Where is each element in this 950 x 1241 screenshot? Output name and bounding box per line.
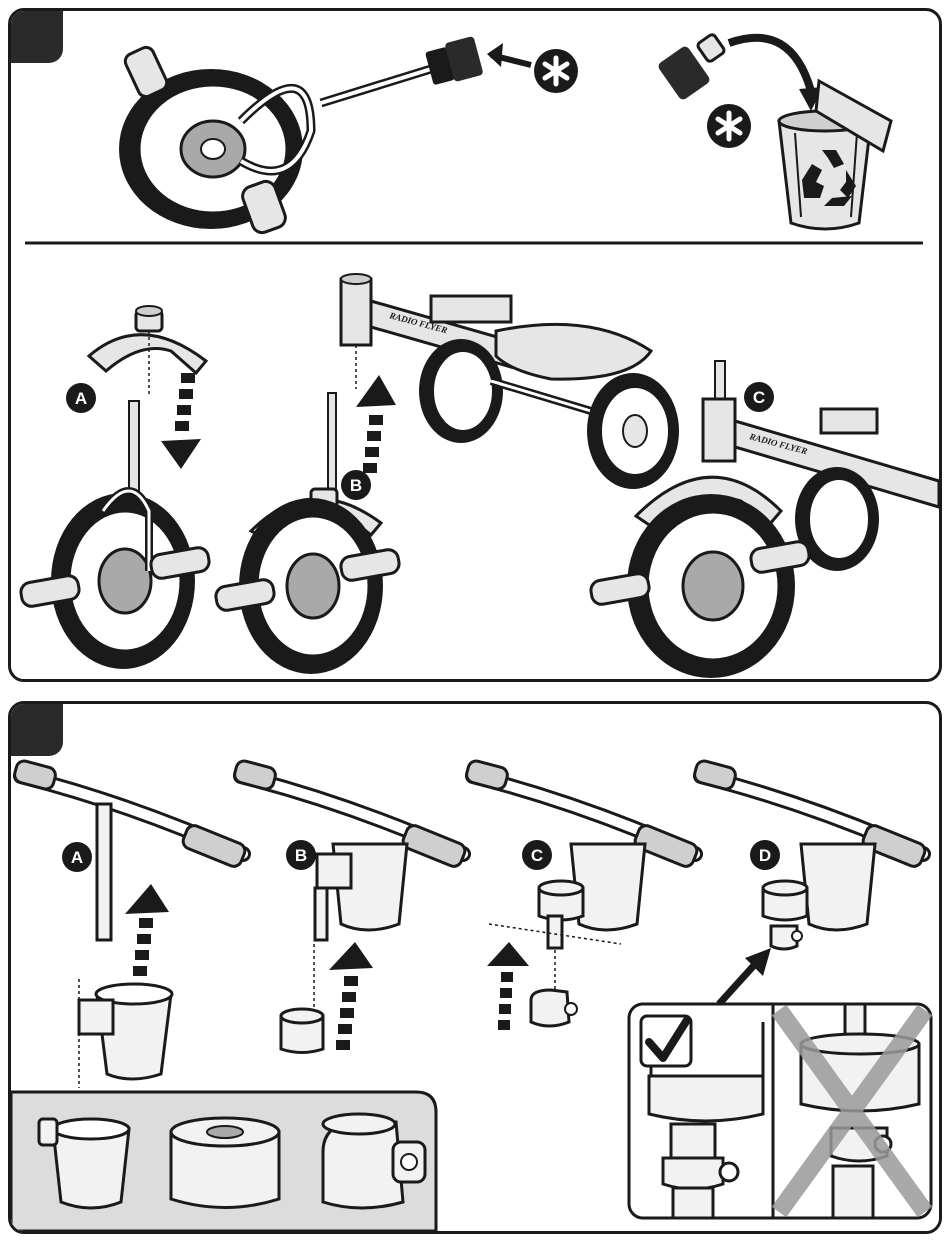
bottom-illustration: A B	[11, 704, 939, 1231]
asterisk-icon	[707, 104, 751, 148]
step-label-b: B	[341, 470, 371, 500]
asterisk-icon	[534, 49, 578, 93]
svg-text:C: C	[531, 846, 543, 865]
step-label-a: A	[66, 383, 96, 413]
step-label-c: C	[522, 840, 552, 870]
svg-text:A: A	[75, 389, 87, 408]
assembly-step-b: RADIO FLYER	[214, 274, 679, 674]
svg-text:D: D	[759, 846, 771, 865]
handlebar-step-b	[233, 759, 467, 1052]
step-label-a: A	[62, 842, 92, 872]
handlebar-step-a	[13, 759, 247, 1088]
check-icon	[641, 1016, 691, 1066]
step-label-d: D	[750, 840, 780, 870]
handlebar-step-c	[465, 759, 699, 1030]
svg-text:A: A	[71, 848, 83, 867]
parts-tray	[11, 1092, 436, 1231]
spacer-part	[171, 1118, 279, 1208]
arrow-icon	[487, 43, 531, 67]
removed-cap	[657, 33, 726, 101]
step-panel-top: A RADIO FLYER	[8, 8, 942, 682]
svg-text:B: B	[350, 476, 362, 495]
step-label-b: B	[286, 840, 316, 870]
step-label-c: C	[744, 382, 774, 412]
svg-text:B: B	[295, 846, 307, 865]
top-illustration: A RADIO FLYER	[11, 11, 939, 679]
arrow-icon	[729, 38, 811, 91]
step-panel-bottom: A B	[8, 701, 942, 1234]
assembly-step-a	[19, 306, 210, 669]
front-wheel-with-cap	[119, 36, 484, 236]
svg-text:C: C	[753, 388, 765, 407]
handlebar-step-d	[693, 759, 927, 1004]
trash-can	[779, 81, 891, 229]
comparison-inset	[629, 1004, 931, 1218]
